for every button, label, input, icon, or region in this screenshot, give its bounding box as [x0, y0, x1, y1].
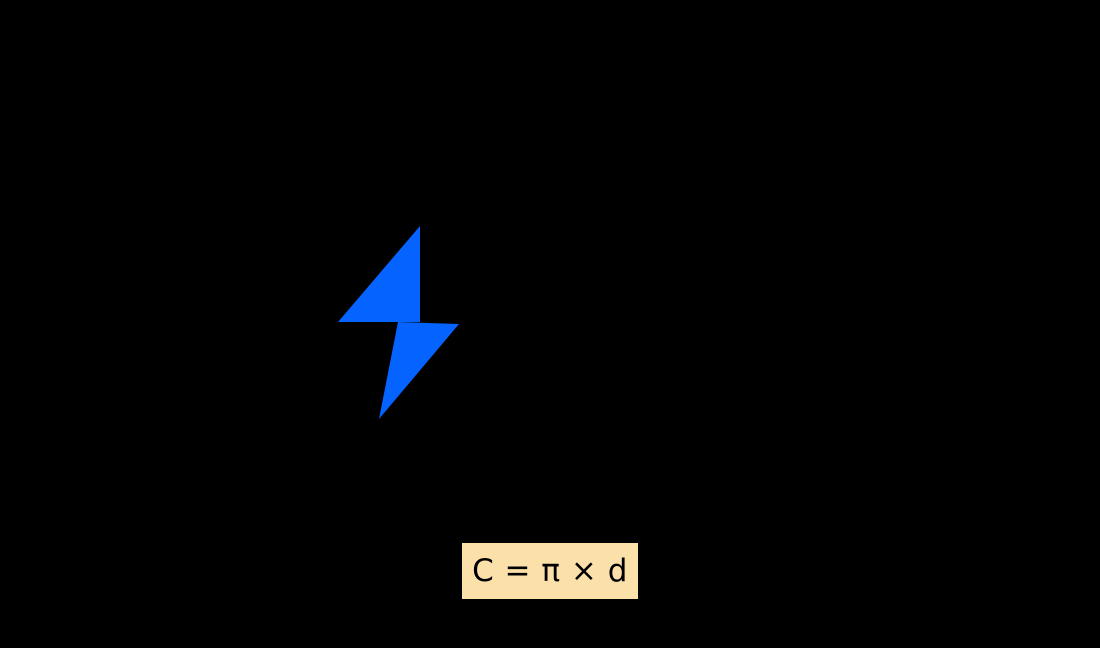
lightning-bolt-icon — [330, 215, 470, 430]
lightning-bolt-svg — [338, 226, 459, 419]
formula-text: C = π × d — [472, 552, 628, 589]
bolt-lower-triangle — [379, 322, 459, 419]
bolt-upper-triangle — [338, 226, 420, 322]
formula-card: C = π × d — [462, 543, 638, 599]
